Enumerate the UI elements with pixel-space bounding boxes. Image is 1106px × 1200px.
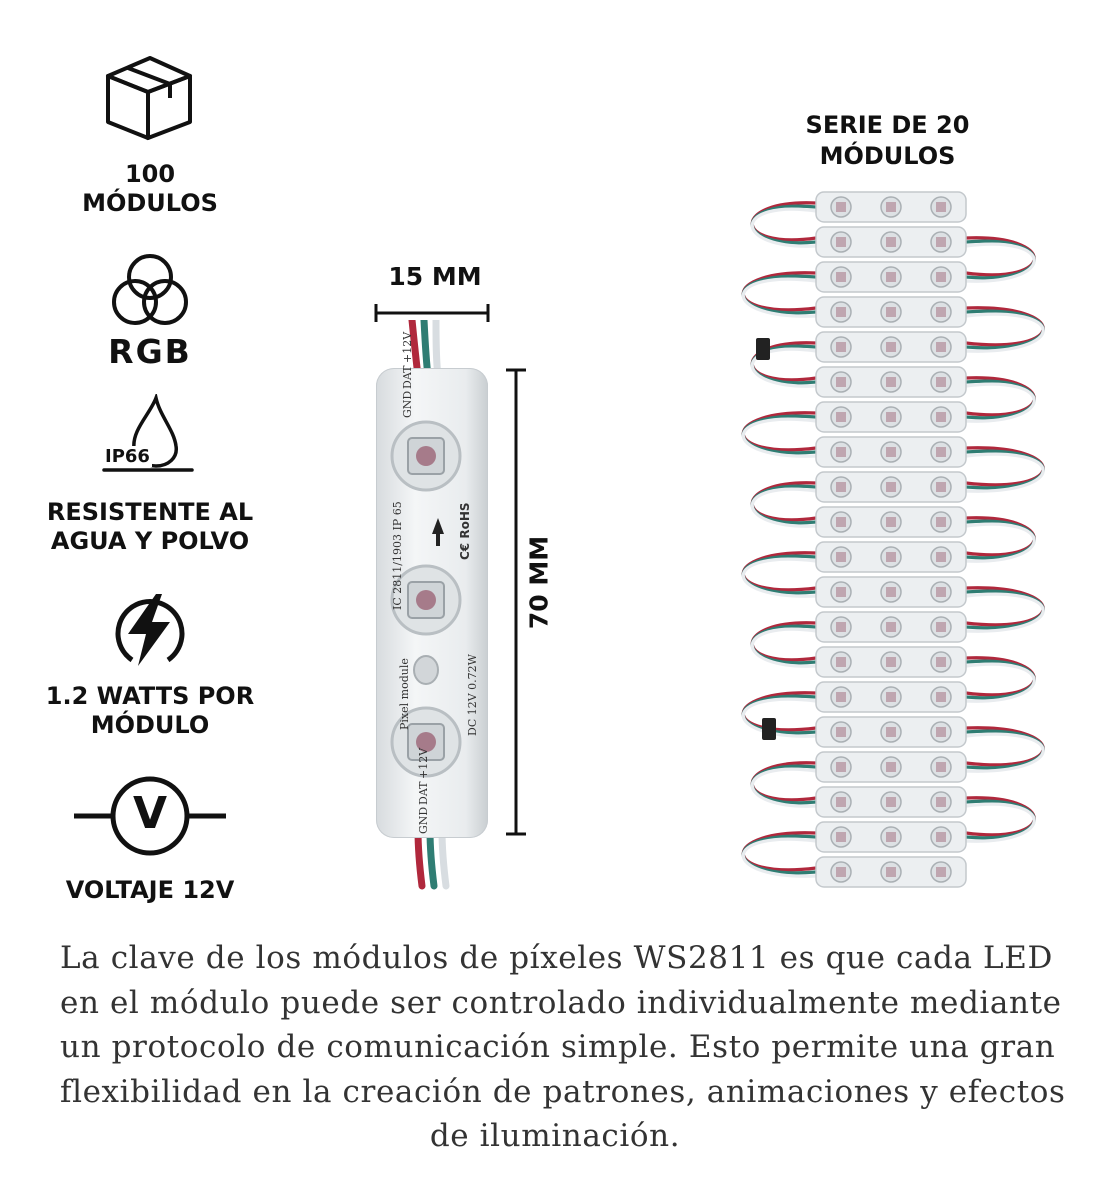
- module-name-text: Pixel module: [398, 658, 411, 730]
- ic-label: IC 2811/1903: [391, 534, 404, 610]
- series-module: [815, 821, 967, 853]
- wire-loop: [965, 592, 1045, 633]
- feature-line: RESISTENTE AL: [46, 498, 254, 526]
- description: La clave de los módulos de píxeles WS281…: [60, 936, 1066, 1159]
- feature-line: 1.2 WATTS POR: [45, 682, 255, 710]
- feature-line: MÓDULOS: [82, 189, 218, 217]
- wire-loop: [965, 522, 1036, 563]
- description-line: en el módulo puede ser controlado indivi…: [60, 984, 1062, 1021]
- series-module: [815, 401, 967, 433]
- wire-loop: [741, 697, 817, 738]
- wire-loop: [750, 207, 817, 248]
- module-series-image: [741, 191, 1045, 888]
- feature-line: 100: [124, 160, 176, 188]
- pin-label: GND: [401, 390, 414, 418]
- width-dimension-line: [374, 304, 490, 322]
- description-line: flexibilidad en la creación de patrones,…: [60, 1073, 1066, 1110]
- pin-label: DAT: [401, 365, 414, 389]
- feature-line: MÓDULO: [90, 711, 210, 739]
- rgb-label: RGB: [108, 332, 192, 371]
- series-title-line: MÓDULOS: [819, 142, 956, 170]
- led-lenses: [390, 420, 462, 778]
- rgb-circles-icon: [112, 254, 188, 325]
- wire-loop: [965, 452, 1045, 493]
- wire-loop: [965, 382, 1036, 423]
- wire-loop: [750, 347, 817, 388]
- feature-line: AGUA Y POLVO: [50, 527, 250, 555]
- series-module: [815, 296, 967, 328]
- connector-plug: [762, 718, 776, 740]
- series-module: [815, 471, 967, 503]
- series-title: SERIE DE 20 MÓDULOS: [760, 110, 1015, 172]
- wire-loop: [965, 662, 1036, 703]
- series-module: [815, 716, 967, 748]
- height-dimension-label: 70 MM: [524, 535, 554, 630]
- series-module: [815, 751, 967, 783]
- wire-loop: [750, 627, 817, 668]
- wire-loop: [750, 767, 817, 808]
- width-dimension-label: 15 MM: [388, 262, 482, 291]
- module-pins-bottom: GND DAT +12V: [417, 748, 430, 834]
- series-module: [815, 856, 967, 888]
- voltmeter-icon: [74, 776, 226, 856]
- feature-line: VOLTAJE 12V: [65, 876, 235, 904]
- series-title-line: SERIE DE 20: [805, 111, 970, 139]
- lightning-bolt-icon: [115, 594, 185, 666]
- series-module: [815, 436, 967, 468]
- feature-label-boxes: 100 MÓDULOS: [20, 160, 280, 218]
- series-module: [815, 366, 967, 398]
- series-module: [815, 226, 967, 258]
- pin-label: +12V: [417, 748, 430, 780]
- wire-loop: [965, 732, 1045, 773]
- series-module: [815, 576, 967, 608]
- series-module: [815, 786, 967, 818]
- series-module: [815, 681, 967, 713]
- water-drop-icon: [102, 394, 194, 472]
- description-line: La clave de los módulos de píxeles WS281…: [60, 940, 1053, 976]
- box-icon: [106, 56, 192, 140]
- wire-loop: [965, 242, 1036, 283]
- series-module: [815, 261, 967, 293]
- module-ic-text: IC 2811/1903 IP 65: [391, 500, 404, 610]
- voltmeter-letter: V: [132, 788, 168, 839]
- pin-label: GND: [417, 806, 430, 834]
- pin-label: DAT: [417, 781, 430, 805]
- module-power-text: DC 12V 0.72W: [466, 654, 479, 736]
- ip66-label: IP66: [103, 446, 152, 467]
- series-module: [815, 541, 967, 573]
- connector-plug: [756, 338, 770, 360]
- module-cert-text: C€ RoHS: [458, 502, 472, 560]
- wire-loop: [965, 312, 1045, 353]
- series-module: [815, 646, 967, 678]
- module-pins-top: GND DAT +12V: [401, 332, 466, 418]
- wire-loop: [750, 487, 817, 528]
- description-line: un protocolo de comunicación simple. Est…: [60, 1029, 1056, 1065]
- wire-loop: [965, 802, 1036, 843]
- series-module: [815, 191, 967, 223]
- feature-label-power: 1.2 WATTS POR MÓDULO: [20, 682, 280, 740]
- series-module: [815, 611, 967, 643]
- ip-label: IP 65: [391, 501, 404, 531]
- feature-label-voltage: VOLTAJE 12V: [20, 876, 280, 905]
- pin-label: +12V: [401, 332, 414, 364]
- height-dimension-line: [506, 368, 526, 836]
- wire-loop: [741, 557, 817, 598]
- series-module: [815, 331, 967, 363]
- description-line: de iluminación.: [429, 1118, 681, 1154]
- wire-loop: [741, 277, 817, 318]
- wire-loop: [741, 417, 817, 458]
- series-module: [815, 506, 967, 538]
- feature-label-waterproof: RESISTENTE AL AGUA Y POLVO: [20, 498, 280, 556]
- wire-loop: [741, 837, 817, 878]
